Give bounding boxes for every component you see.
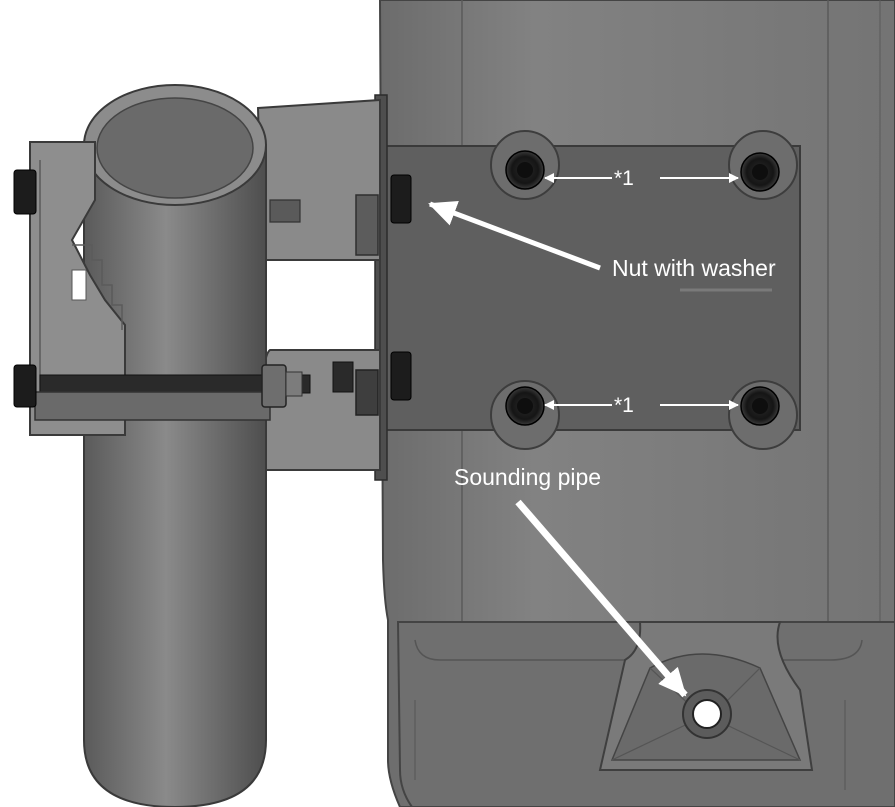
u-clamp — [29, 141, 311, 436]
screw-bottom-left — [490, 380, 560, 450]
hex-bolt-clamp-top — [13, 169, 37, 215]
nut-with-washer-callout: Nut with washer — [428, 200, 776, 281]
screw-top-right — [728, 130, 798, 200]
hex-bolt-clamp-bottom — [13, 364, 37, 408]
sounding-pipe-callout: Sounding pipe — [454, 464, 688, 698]
dimension-label-top: *1 — [614, 167, 634, 190]
mounting-plate — [374, 94, 801, 481]
hex-nut-rod — [261, 364, 303, 408]
screw-top-left — [490, 130, 560, 200]
dimension-bottom: *1 — [544, 394, 739, 417]
screw-bottom-right — [728, 380, 798, 450]
nut-with-washer-label: Nut with washer — [612, 255, 776, 281]
sounding-pipe-label: Sounding pipe — [454, 464, 601, 490]
dimension-label-bottom: *1 — [614, 394, 634, 417]
nut-with-washer-bottom — [390, 351, 412, 401]
dimension-top: *1 — [544, 167, 739, 190]
middle-bracket — [256, 98, 381, 471]
nut-with-washer-top — [390, 174, 412, 224]
mounting-pole — [83, 84, 267, 807]
